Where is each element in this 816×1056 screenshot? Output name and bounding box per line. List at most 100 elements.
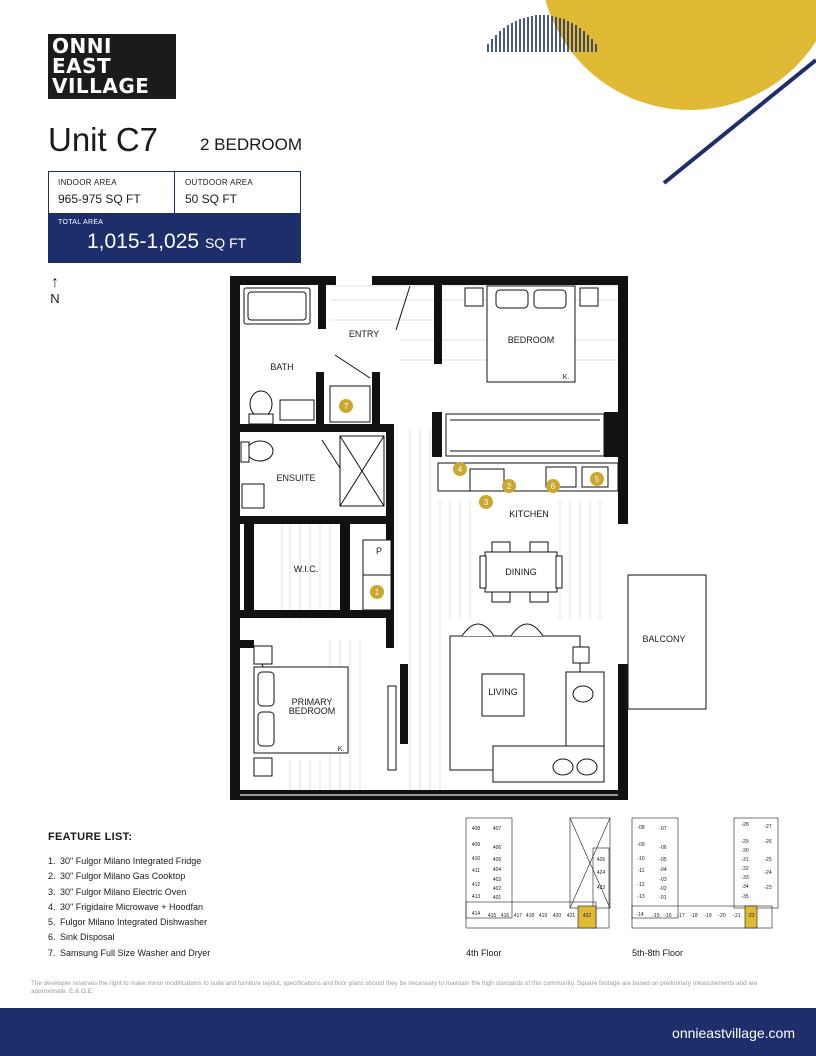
key-unit: -35 [741,894,748,900]
kitchen-fixtures [362,462,619,611]
total-area-value: 1,015-1,025 [87,230,200,253]
key-unit: -28 [741,822,748,828]
balcony [627,574,707,710]
highlighted-unit [577,905,597,929]
key-unit: 405 [493,857,502,863]
area-summary: INDOOR AREA 965-975 SQ FT OUTDOOR AREA 5… [48,171,301,263]
feature-marker-label: 4 [458,465,463,474]
total-area-label: TOTAL AREA [58,219,104,226]
key-unit: -01 [659,895,666,901]
highlighted-unit [744,905,758,929]
total-area-unit: SQ FT [204,235,247,251]
key-unit: -18 [690,913,697,919]
key-unit: -02 [659,886,666,892]
feature-marker [546,479,560,493]
room-label-dining: DINING [505,567,537,577]
striped-arc-decoration [487,15,597,52]
room-labels: ENTRY BATH BEDROOM K. ENSUITE KITCHEN W.… [270,329,685,753]
room-label-primary-bedroom: BEDROOM [289,706,336,716]
key-unit: 402 [493,886,502,892]
key-unit: -05 [659,857,666,863]
key-unit: 411 [472,868,480,874]
feature-item: 6.Sink Disposal [48,932,115,943]
room-label-bath: BATH [270,362,293,372]
feature-marker-label: 6 [551,482,556,491]
indoor-area-label: INDOOR AREA [58,178,117,187]
key-unit: 414 [472,911,481,917]
feature-item: 7.Samsung Full Size Washer and Dryer [48,947,211,958]
key-unit: -21 [733,913,740,919]
outdoor-area-label: OUTDOOR AREA [185,178,254,187]
feature-marker-label: 3 [484,498,489,507]
room-label-pantry: P [376,546,382,556]
feature-list-title: FEATURE LIST: [48,831,133,843]
key-unit: 404 [493,867,502,873]
key-unit: -03 [659,877,666,883]
key-unit: 410 [472,856,481,862]
key-unit: 426 [597,857,606,863]
feature-marker [453,462,467,476]
bedroom-furniture [445,285,605,457]
website-link[interactable]: onnieastvillage.com [672,1025,795,1041]
room-label-kitchen: KITCHEN [509,509,549,519]
key-unit: -33 [741,875,748,881]
bathroom-fixtures [240,287,385,509]
key-plan-label-5th-8th: 5th-8th Floor [632,948,684,958]
outdoor-area: OUTDOOR AREA 50 SQ FT [175,172,301,213]
key-unit: 424 [597,870,606,876]
key-unit: 416 [501,913,510,919]
feature-item: 3.30" Fulgor Milano Electric Oven [48,886,187,897]
key-plan-4th-floor: 408 409 410 411 412 413 407 406 405 404 … [465,817,611,929]
key-unit: -07 [659,826,666,832]
key-unit: 418 [526,913,535,919]
north-arrow-icon: ↑ [51,274,59,291]
logo-line: EAST [52,54,112,78]
floor-plan: ENTRY BATH BEDROOM K. ENSUITE KITCHEN W.… [230,276,779,929]
key-unit: 413 [472,894,481,900]
feature-list: 1.30" Fulgor Milano Integrated Fridge 2.… [48,856,210,963]
key-unit: 422 [583,913,592,919]
feature-marker [590,472,604,486]
feature-marker [370,585,384,599]
room-label-k-mark: K. [563,374,570,381]
feature-marker [502,479,516,493]
key-unit: -04 [659,867,666,873]
key-unit: -25 [764,857,771,863]
key-unit: -31 [741,857,748,863]
key-unit: -34 [741,884,748,890]
logo-line: VILLAGE [52,74,150,98]
key-unit: 406 [493,845,502,851]
key-unit: -16 [664,913,671,919]
key-unit: 412 [472,882,481,888]
key-unit: 403 [493,877,502,883]
room-label-entry: ENTRY [349,329,379,339]
yellow-circle-decoration [545,0,816,110]
key-unit: -13 [637,894,644,900]
key-unit: -30 [741,848,748,854]
key-unit: 420 [553,913,562,919]
unit-title: Unit C7 [48,121,159,158]
feature-marker [339,399,353,413]
feature-markers: 7 4 2 3 6 5 1 [339,399,604,599]
key-unit: -17 [677,913,684,919]
key-unit: 421 [567,913,576,919]
room-label-balcony: BALCONY [642,634,685,644]
key-unit: 419 [539,913,548,919]
indoor-area: INDOOR AREA 965-975 SQ FT [49,172,175,213]
feature-marker-label: 5 [595,475,600,484]
feature-marker-label: 7 [344,402,349,411]
indoor-area-value: 965-975 SQ FT [58,192,141,206]
feature-item: 1.30" Fulgor Milano Integrated Fridge [48,856,202,866]
room-label-ensuite: ENSUITE [276,473,315,483]
key-unit: -08 [637,825,644,831]
diagonal-line-decoration [662,58,816,185]
logo-line: ONNI [52,34,112,58]
key-unit: -27 [764,824,771,830]
feature-item: 5.Fulgor Milano Integrated Dishwasher [48,917,208,928]
north-label: N [50,291,60,306]
key-plan-label-4th: 4th Floor [466,948,502,958]
feature-marker-label: 2 [507,482,512,491]
key-unit: -29 [741,839,748,845]
key-unit: -20 [718,913,725,919]
key-plan-5th-8th-floor: -08 -09 -10 -11 -12 -13 -07 -06 -05 -04 … [631,817,779,929]
